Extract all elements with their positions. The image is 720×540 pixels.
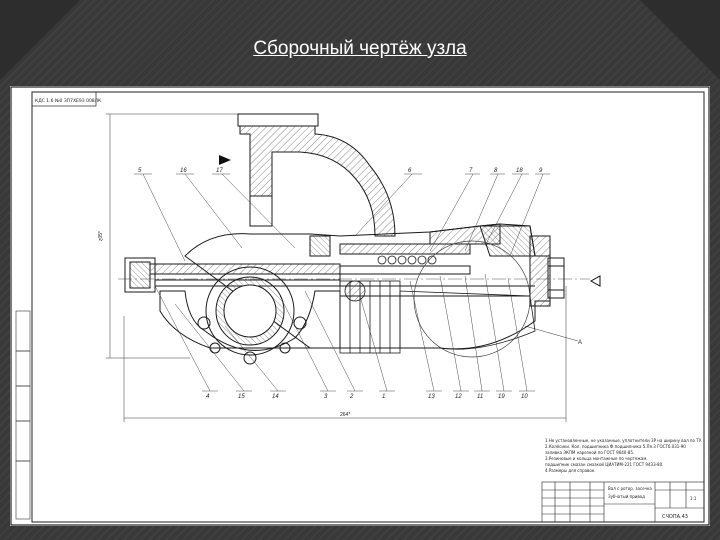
balloon-15: 15 [238,394,245,400]
corner-code: КДС 1.6 №0 ЗП7ХЕ9З 008ЛК [35,98,102,104]
balloon-19: 19 [498,394,505,400]
title-block [541,481,705,523]
dimension-length: 264* [340,412,350,418]
leader-lines [142,173,544,392]
balloon-16: 16 [180,168,187,174]
note-2: 2.Колёсики. Кол. подшипника Ф.подшипника… [545,444,686,449]
balloon-17: 17 [216,168,223,174]
view-marker-arrow [219,155,231,165]
balloon-6: 6 [408,168,412,174]
slide-title: Сборочный чертёж узла [253,38,467,59]
left-margin-fields [15,310,31,520]
balloon-4: 4 [206,394,210,400]
corner-decoration [640,0,720,80]
balloon-12: 12 [455,394,462,400]
titleblock-scale: 1:1 [690,496,697,501]
titleblock-name-2: Зубчатый привод [608,494,645,499]
inner-frame [31,91,705,523]
dimension-height: ɀ05* [98,231,104,241]
end-cap [529,235,565,307]
balloon-8: 8 [494,168,498,174]
note-3: заливка ЭКПМ нарезной по ГОСТ 9640-85. [545,450,634,455]
balloon-5: 5 [138,168,142,174]
elbow-inlet-pipe [237,113,396,237]
spring [377,255,437,265]
label-detail-a: А [578,340,582,346]
view-marker-arrow-right [589,275,601,287]
balloon-7: 7 [469,168,473,174]
drawing-sheet: КДС 1.6 №0 ЗП7ХЕ9З 008ЛК ɀ05* 264* [10,86,710,526]
gear-teeth [339,280,536,354]
titleblock-name-1: Вал с ротор. засечка [608,486,652,491]
balloon-3: 3 [324,394,328,400]
corner-decoration [0,0,80,80]
note-1: 1.Не установленные, не указанные, уплотн… [545,438,702,443]
balloon-10: 10 [521,394,528,400]
input-shaft [124,257,341,293]
titleblock-doc-code: СЧОПА.43 [662,514,688,520]
note-4: 3.Резиновые и кольца монтажные по чертеж… [545,456,648,461]
detail-leader-a [524,325,579,342]
balloon-1: 1 [382,394,385,400]
balloon-2: 2 [349,394,354,400]
balloon-13: 13 [428,394,435,400]
gearbox-lower-body [159,266,341,365]
dimension-lines [106,113,567,422]
balloon-11: 11 [477,394,483,400]
balloon-14: 14 [272,394,279,400]
note-6: 4.Размеры для справок. [545,468,596,473]
corner-code-box [31,91,97,107]
sheet-border [10,86,710,526]
gear-housing [184,223,551,350]
balloon-9: 9 [539,168,543,174]
note-5: подшипник смазан смазкой ЦИАТИМ-221 ГОСТ… [545,462,663,467]
assembly-drawing: КДС 1.6 №0 ЗП7ХЕ9З 008ЛК ɀ05* 264* [10,86,710,526]
balloon-18: 18 [516,168,523,174]
